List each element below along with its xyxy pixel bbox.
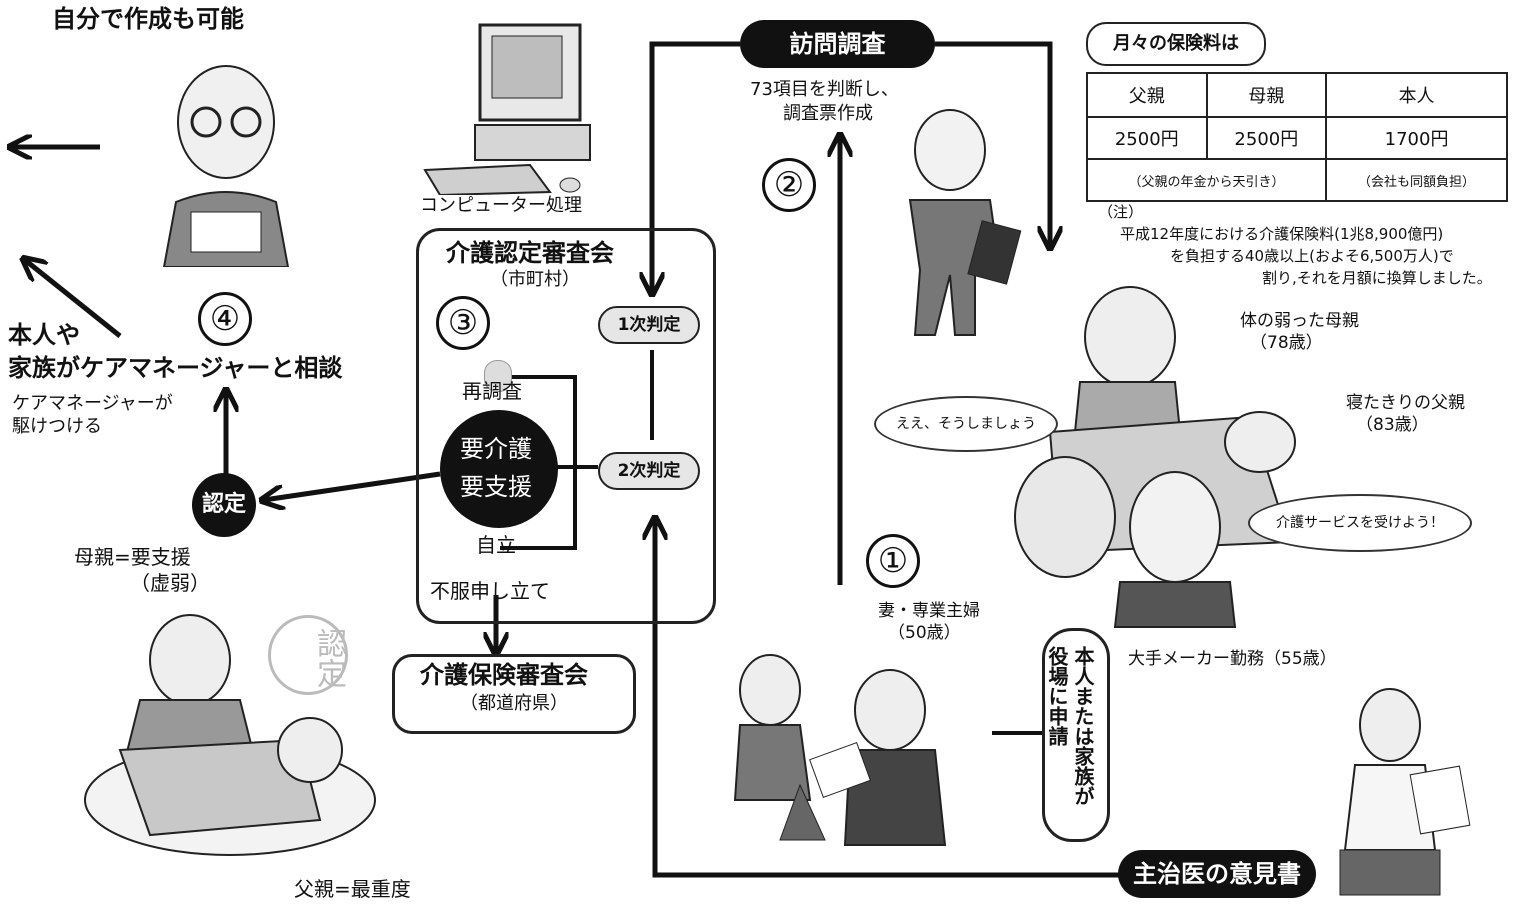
visit-note-line2: 調査票作成 <box>783 103 873 124</box>
visit-survey-pill: 訪問調査 <box>740 20 935 68</box>
footnote-line2: を負担する40歳以上(およそ6,500万人)で <box>1170 247 1454 265</box>
premium-table: 父親 母親 本人 2500円 2500円 1700円 （父親の年金から天引き） … <box>1085 72 1508 202</box>
father-desc-line2: （83歳） <box>1356 415 1429 435</box>
premium-value-self: 1700円 <box>1325 116 1508 160</box>
mother-status-line1: 母親=要支援 <box>74 545 191 569</box>
footnote-line3: 割り,それを月額に換算しました。 <box>1262 269 1492 287</box>
committee-sub: （市町村） <box>490 269 580 290</box>
arrow-diagonal <box>25 260 122 338</box>
premium-header-mother: 母親 <box>1205 72 1328 118</box>
father-desc-line1: 寝たきりの父親 <box>1346 393 1465 413</box>
wife-speech-bubble: ええ、そうしましょう <box>874 396 1058 452</box>
step-4-number: ④ <box>198 292 252 346</box>
consult-line2: 家族がケアマネージャーと相談 <box>8 354 343 382</box>
certification-badge: 認定 <box>192 473 256 537</box>
application-illustration <box>733 654 947 846</box>
second-judgment: 2次判定 <box>598 452 700 490</box>
premium-header-father: 父親 <box>1086 72 1208 118</box>
wife-desc-line1: 妻・専業主婦 <box>878 601 980 621</box>
insurance-committee-box <box>392 654 636 734</box>
step-1-number: ① <box>866 534 920 588</box>
independent-label: 自立 <box>476 533 516 557</box>
premium-header-self: 本人 <box>1325 72 1508 118</box>
support-needed-label: 要支援 <box>460 473 532 501</box>
mother-status-line2: （虚弱） <box>130 571 210 595</box>
computer-illustration <box>423 23 591 195</box>
first-judgment: 1次判定 <box>598 306 700 344</box>
consult-line1: 本人や <box>8 321 80 349</box>
reinvestigation-marker <box>484 360 512 392</box>
mother-desc-line2: （78歳） <box>1250 333 1323 353</box>
visit-right-line <box>935 41 1050 246</box>
care-needed-label: 要介護 <box>460 435 532 463</box>
computer-label: コンピューター処理 <box>420 195 582 216</box>
premium-note-parents: （父親の年金から天引き） <box>1085 158 1328 202</box>
certification-stamp: 認定 <box>268 615 348 695</box>
bedridden-illustration <box>84 614 376 856</box>
care-manager-line2: 駆けつける <box>12 416 102 437</box>
husband-speech-bubble: 介護サービスを受けよう！ <box>1248 494 1472 552</box>
doctor-illustration <box>1339 688 1471 896</box>
care-manager-line1: ケアマネージャーが <box>12 393 173 414</box>
care-level-circle <box>440 410 558 528</box>
mother-desc-line1: 体の弱った母親 <box>1240 311 1359 331</box>
wife-desc-line2: （50歳） <box>888 623 961 643</box>
visit-note-line1: 73項目を判断し、 <box>750 79 899 100</box>
objection-label: 不服申し立て <box>430 579 550 603</box>
committee-title: 介護認定審査会 <box>446 239 614 267</box>
premium-value-father: 2500円 <box>1086 116 1208 160</box>
certification-committee-box <box>416 228 716 624</box>
arrow-to-cert <box>264 471 441 500</box>
doctor-loop-line <box>655 520 1125 878</box>
apply-line1: 本人または家族が <box>1071 646 1095 806</box>
father-status-label: 父親=最重度 <box>294 877 411 901</box>
husband-desc: 大手メーカー勤務（55歳） <box>1128 649 1337 669</box>
apply-box <box>1042 628 1110 842</box>
step-2-number: ② <box>762 158 816 212</box>
investigator-illustration <box>908 109 1022 336</box>
apply-line2: 役場に申請 <box>1045 646 1069 746</box>
self-create-label: 自分で作成も可能 <box>52 5 244 33</box>
insurance-committee-title: 介護保険審査会 <box>420 661 588 689</box>
step-3-number: ③ <box>436 296 490 350</box>
doctor-opinion-pill: 主治医の意見書 <box>1118 850 1316 898</box>
writer-illustration <box>162 65 290 267</box>
premium-value-mother: 2500円 <box>1205 116 1328 160</box>
premium-title: 月々の保険料は <box>1086 22 1266 66</box>
footnote-label: （注） <box>1098 203 1144 221</box>
insurance-committee-sub: （都道府県） <box>460 693 568 714</box>
premium-note-self: （会社も同額負担） <box>1325 158 1508 202</box>
reinvestigation-label: 再調査 <box>462 379 522 403</box>
reinvestigation-bracket <box>500 375 577 550</box>
family-illustration <box>1014 286 1296 628</box>
footnote-line1: 平成12年度における介護保険料(1兆8,900億円) <box>1120 225 1444 243</box>
